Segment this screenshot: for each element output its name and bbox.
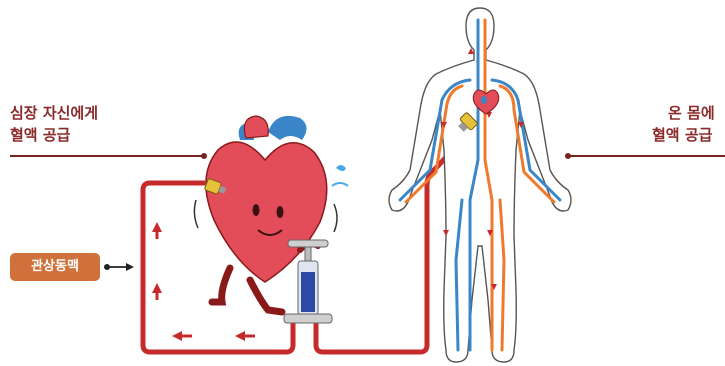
heart-character (194, 116, 348, 312)
systemic-tube (316, 140, 462, 352)
badge-pointer-arrow (104, 263, 134, 271)
